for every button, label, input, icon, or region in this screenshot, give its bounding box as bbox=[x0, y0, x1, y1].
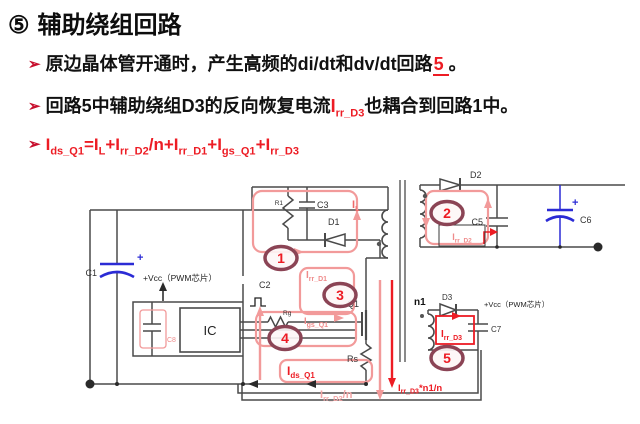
c1-polarity-plus: + bbox=[137, 252, 143, 264]
formula-line: ➢Ids_Q1=IL+Irr_D2/n+Irr_D1+Igs_Q1+Irr_D3 bbox=[28, 135, 299, 157]
title-text: 辅助绕组回路 bbox=[37, 12, 182, 39]
label-r1: R1 bbox=[275, 200, 284, 207]
secondary-winding bbox=[419, 189, 427, 239]
c6-polarity-plus: + bbox=[572, 197, 578, 209]
label-rg: Rg bbox=[283, 310, 292, 317]
label-irr-d2-n: Irr_D2/n bbox=[320, 389, 353, 403]
diodes bbox=[322, 177, 463, 318]
loop-5-badge bbox=[429, 344, 465, 372]
pink-arrowheads bbox=[256, 198, 492, 400]
flyback-circuit-svg: C1 C2 C3 D1 R1 Rg Q1 Rs D2 C5 C6 D3 C7 n… bbox=[85, 170, 625, 403]
formula-term: =I bbox=[83, 135, 99, 154]
label-ids-q1: Ids_Q1 bbox=[287, 364, 315, 380]
diode-d2 bbox=[439, 177, 463, 193]
current-loops bbox=[251, 189, 490, 390]
arrow-bullet-icon: ➢ bbox=[28, 136, 41, 153]
ic-box bbox=[179, 307, 241, 353]
label-vcc-right: +Vcc（PWM芯片） bbox=[484, 299, 549, 309]
label-il: IL bbox=[352, 199, 360, 213]
current-subscript: rr_D3 bbox=[335, 107, 365, 120]
electrolytic-capacitors bbox=[99, 185, 575, 279]
label-irr-d1: Irr_D1 bbox=[306, 270, 327, 283]
formula-sub: ds_Q1 bbox=[50, 145, 84, 158]
loop-4-path bbox=[254, 310, 358, 348]
loop-3-number: 3 bbox=[336, 287, 344, 303]
label-irr-d3: Irr_D3 bbox=[441, 329, 462, 342]
label-c7: C7 bbox=[491, 325, 502, 334]
bullet-2-current: Irr_D3 bbox=[330, 96, 365, 120]
formula-sub: L bbox=[98, 145, 106, 158]
transformer-core bbox=[399, 180, 406, 362]
c8-loop-outline bbox=[139, 309, 167, 349]
formula-term: I bbox=[45, 135, 51, 154]
formula: Ids_Q1=IL+Irr_D2/n+Irr_D1+Igs_Q1+Irr_D3 bbox=[45, 135, 299, 158]
label-d2: D2 bbox=[470, 170, 482, 180]
label-c6: C6 bbox=[580, 215, 592, 225]
page-title: ⑤ 辅助绕组回路 bbox=[8, 5, 182, 40]
formula-term: +I bbox=[105, 135, 120, 154]
label-d3: D3 bbox=[442, 293, 453, 302]
loop-2-badge bbox=[429, 199, 465, 227]
label-irr-d3-n1-n: Irr_D3*n1/n bbox=[398, 383, 442, 396]
loop2-exit-arrow bbox=[483, 231, 492, 244]
formula-sub: rr_D1 bbox=[178, 145, 208, 158]
label-irr-d2: Irr_D2 bbox=[452, 232, 472, 245]
loop-2-number: 2 bbox=[443, 205, 451, 221]
bullet-1-period: 。 bbox=[448, 54, 467, 74]
label-c3: C3 bbox=[317, 200, 329, 210]
loop-1-badge bbox=[263, 244, 299, 272]
ids-loop-path bbox=[278, 358, 374, 384]
loop-4-number: 4 bbox=[281, 330, 289, 346]
circuit-diagram: C1 C2 C3 D1 R1 Rg Q1 Rs D2 C5 C6 D3 C7 n… bbox=[0, 164, 640, 424]
loop-5-number: 5 bbox=[443, 350, 451, 366]
formula-term: +I bbox=[207, 135, 222, 154]
loop-1-number: 1 bbox=[277, 250, 285, 266]
bullet-2-tail: 也耦合到回路1中。 bbox=[364, 96, 519, 116]
bullet-2: ➢回路5中辅助绕组D3的反向恢复电流Irr_D3也耦合到回路1中。 bbox=[28, 92, 518, 120]
bullet-1-loop-ref: 5 bbox=[432, 54, 449, 76]
wire-arrows-nodes bbox=[85, 193, 603, 389]
formula-sub: rr_D2 bbox=[120, 145, 149, 158]
bullet-2-text: 回路5中辅助绕组D3的反向恢复电流 bbox=[45, 96, 331, 116]
label-ic: IC bbox=[204, 323, 217, 338]
formula-term: +I bbox=[255, 135, 271, 154]
primary-winding bbox=[381, 209, 389, 259]
label-igs-q1: Igs_Q1 bbox=[304, 316, 328, 329]
label-c8: C8 bbox=[167, 337, 176, 344]
transformer-windings bbox=[381, 189, 435, 351]
current-labels: IL Irr_D1 Irr_D2 Igs_Q1 Ids_Q1 Irr_D2/n … bbox=[287, 199, 472, 403]
title-number-badge: ⑤ bbox=[8, 12, 30, 39]
label-c2: C2 bbox=[259, 280, 271, 290]
arrow-bullet-icon: ➢ bbox=[28, 56, 41, 73]
loop-4-badge bbox=[267, 324, 303, 352]
bullet-1: ➢原边晶体管开通时，产生高频的di/dt和dv/dt回路5。 bbox=[28, 50, 467, 76]
loop-3-badge bbox=[322, 281, 358, 309]
diode-d1 bbox=[322, 232, 346, 248]
bullet-1-text: 原边晶体管开通时，产生高频的di/dt和dv/dt回路 bbox=[45, 54, 433, 74]
arrow-bullet-icon: ➢ bbox=[28, 98, 41, 115]
loop-number-badges: 1 2 3 4 5 bbox=[263, 199, 465, 372]
loop-1-path bbox=[251, 189, 359, 254]
label-n1: n1 bbox=[414, 297, 426, 308]
label-rs: Rs bbox=[347, 354, 358, 364]
red-annotations bbox=[388, 228, 498, 388]
pwm-pulse-icon bbox=[250, 297, 266, 307]
formula-sub: rr_D3 bbox=[270, 145, 299, 158]
label-c1: C1 bbox=[85, 268, 97, 278]
formula-sub: gs_Q1 bbox=[221, 145, 256, 158]
loop-2-path bbox=[424, 189, 490, 246]
current-symbol: I bbox=[330, 96, 336, 116]
diode-d3 bbox=[439, 302, 459, 318]
irr-d2-callout-box bbox=[438, 224, 486, 247]
label-vcc-left: +Vcc（PWM芯片） bbox=[143, 273, 217, 283]
label-d1: D1 bbox=[328, 217, 340, 227]
formula-term: /n+I bbox=[148, 135, 179, 154]
label-c5: C5 bbox=[471, 217, 483, 227]
auxiliary-winding bbox=[427, 313, 435, 351]
